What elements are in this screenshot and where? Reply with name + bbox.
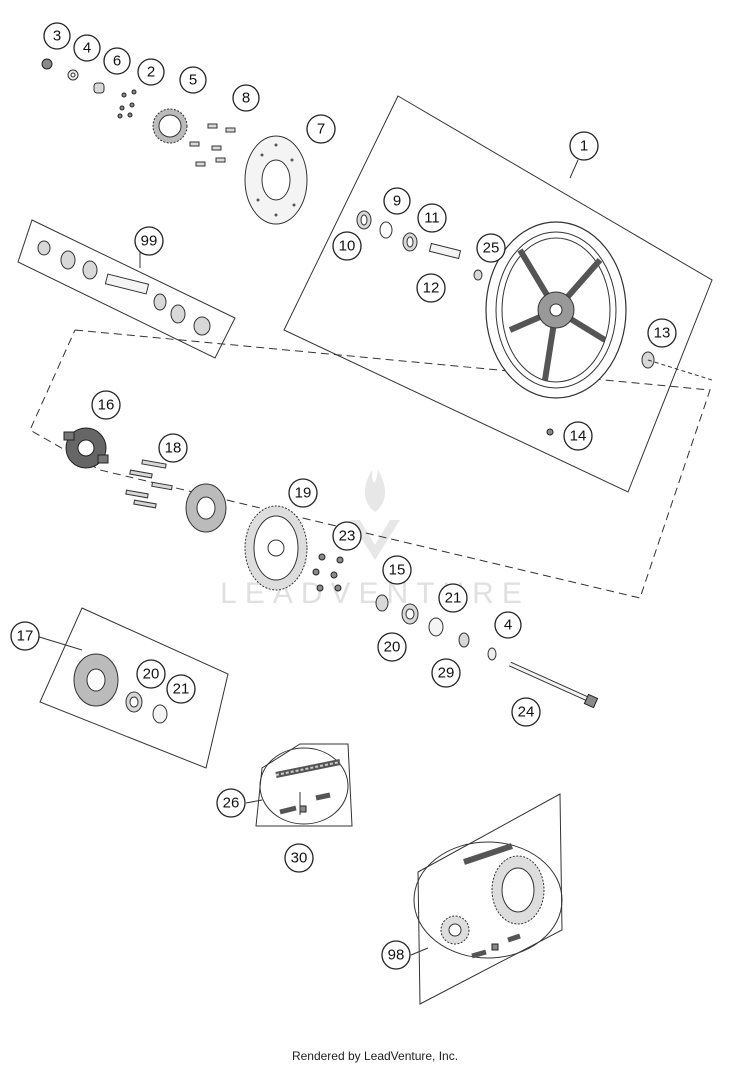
part-bearing-20 [401, 603, 419, 625]
part-ring-21 [428, 617, 444, 637]
svg-text:5: 5 [189, 72, 197, 89]
part-flange-5 [152, 108, 188, 144]
callout-14[interactable]: 14 [563, 421, 593, 451]
callout-26[interactable]: 26 [216, 788, 246, 818]
callout-7[interactable]: 7 [306, 114, 336, 144]
svg-text:17: 17 [17, 628, 34, 645]
svg-text:3: 3 [53, 28, 61, 45]
svg-text:20: 20 [143, 666, 160, 683]
callout-98[interactable]: 98 [381, 940, 411, 970]
callout-20[interactable]: 20 [377, 632, 407, 662]
callout-16[interactable]: 16 [91, 390, 121, 420]
hub-17-panel [39, 607, 229, 769]
svg-text:13: 13 [654, 325, 671, 342]
part-sprocket-19 [244, 505, 308, 591]
svg-text:9: 9 [393, 193, 401, 210]
part-bolts-8 [189, 123, 236, 167]
part-hub-carrier [185, 483, 227, 533]
callout-18[interactable]: 18 [158, 433, 188, 463]
callout-4-top[interactable]: 4 [73, 34, 101, 62]
svg-text:11: 11 [424, 210, 440, 227]
callout-3[interactable]: 3 [43, 22, 71, 50]
panel-17-parts [73, 653, 168, 724]
svg-text:12: 12 [423, 280, 440, 297]
svg-text:18: 18 [165, 440, 182, 457]
part-spacer-15 [375, 594, 389, 612]
callout-99[interactable]: 99 [134, 226, 164, 256]
svg-text:6: 6 [113, 53, 121, 70]
part-rim-1 [485, 221, 627, 399]
part-axle-24 [508, 661, 599, 709]
callout-12[interactable]: 12 [416, 273, 446, 303]
svg-text:4: 4 [83, 40, 91, 57]
part-brake-disc-7 [244, 135, 308, 225]
kit-99-parts [37, 240, 211, 336]
svg-text:23: 23 [339, 528, 356, 545]
svg-text:25: 25 [483, 240, 500, 257]
callout-29[interactable]: 29 [431, 658, 461, 688]
part-bearing-11 [402, 232, 418, 252]
hub-group-outline [29, 329, 711, 599]
svg-text:14: 14 [570, 428, 587, 445]
callout-21[interactable]: 21 [438, 583, 468, 613]
svg-text:26: 26 [223, 795, 240, 812]
part-ring-9 [379, 221, 393, 239]
part-spacer-12 [428, 242, 462, 260]
part-valve-14 [546, 428, 554, 436]
svg-text:21: 21 [445, 590, 462, 607]
callout-9[interactable]: 9 [383, 187, 411, 215]
part-washer-4-top [67, 69, 79, 81]
part-spacer-25 [473, 269, 483, 281]
svg-text:20: 20 [384, 639, 401, 656]
svg-text:2: 2 [147, 64, 155, 81]
part-spacer-6 [93, 82, 105, 94]
svg-text:19: 19 [295, 485, 312, 502]
callout-20-panel[interactable]: 20 [136, 659, 166, 689]
callout-11[interactable]: 11 [417, 203, 447, 233]
callout-2[interactable]: 2 [137, 58, 165, 86]
part-spacer-29 [458, 632, 470, 648]
callout-6[interactable]: 6 [103, 47, 131, 75]
svg-text:98: 98 [388, 947, 405, 964]
chain-26-parts [259, 747, 349, 825]
footer-credit: Rendered by LeadVenture, Inc. [291, 1049, 459, 1063]
callout-23[interactable]: 23 [332, 521, 362, 551]
part-bolts-18 [125, 459, 173, 509]
callout-19[interactable]: 19 [288, 478, 318, 508]
svg-text:7: 7 [317, 121, 325, 138]
part-nut-3 [41, 58, 53, 70]
svg-text:16: 16 [98, 397, 115, 414]
parts-diagram: LEADVENTURE [10, 22, 713, 1005]
part-bolts-2 [117, 89, 137, 119]
callout-13[interactable]: 13 [647, 318, 677, 348]
callout-5[interactable]: 5 [179, 66, 207, 94]
svg-text:8: 8 [242, 90, 250, 107]
part-seal-10 [356, 210, 372, 230]
svg-text:10: 10 [339, 238, 356, 255]
svg-text:30: 30 [291, 850, 308, 867]
callout-4[interactable]: 4 [494, 611, 522, 639]
svg-text:24: 24 [518, 704, 535, 721]
callout-10[interactable]: 10 [332, 231, 362, 261]
callout-25[interactable]: 25 [476, 233, 506, 263]
callout-8[interactable]: 8 [232, 84, 260, 112]
svg-text:15: 15 [389, 562, 406, 579]
svg-text:29: 29 [438, 665, 455, 682]
svg-text:4: 4 [504, 617, 512, 634]
callout-30[interactable]: 30 [284, 843, 314, 873]
part-washer-4 [487, 647, 497, 661]
part-nuts-23 [312, 553, 344, 592]
svg-text:21: 21 [173, 681, 190, 698]
kit-98-parts [413, 841, 563, 959]
callout-15[interactable]: 15 [382, 555, 412, 585]
callout-21-panel[interactable]: 21 [166, 674, 196, 704]
callout-17[interactable]: 17 [10, 621, 40, 651]
watermark-logo [350, 470, 400, 560]
svg-text:1: 1 [580, 138, 588, 155]
svg-text:99: 99 [141, 233, 158, 250]
callout-1[interactable]: 1 [569, 131, 599, 161]
chain-26-panel [255, 743, 353, 827]
callout-24[interactable]: 24 [511, 697, 541, 727]
part-damper-16 [63, 427, 109, 469]
